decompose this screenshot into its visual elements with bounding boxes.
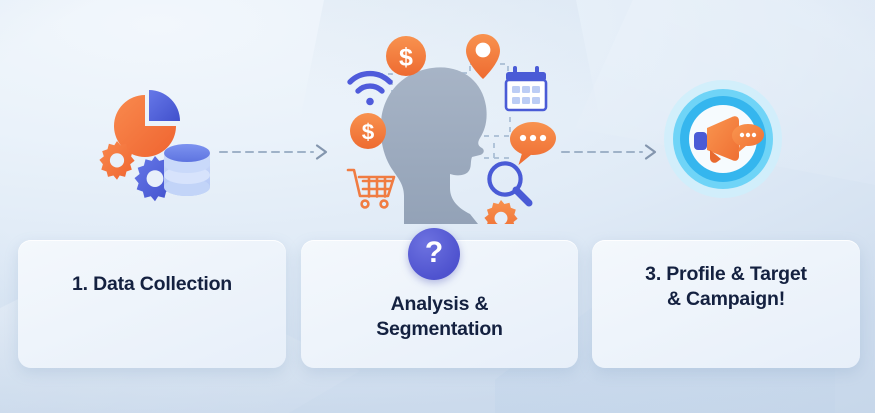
campaign-badge — [662, 78, 784, 200]
head-silhouette-icon — [380, 67, 487, 224]
magnifier-icon — [487, 161, 533, 207]
database-icon — [164, 144, 210, 196]
svg-text:$: $ — [399, 44, 413, 72]
location-pin-icon — [466, 34, 500, 79]
question-mark-badge: ? — [408, 228, 460, 280]
data-collection-icons — [90, 78, 225, 208]
gear-icon — [99, 141, 135, 180]
step-card-label: 1. Data Collection — [71, 273, 233, 295]
flow-arrow-2 — [560, 143, 658, 161]
dollar-coin-icon: $ — [350, 113, 386, 149]
step-card-label: 3. Profile & Target & Campaign! — [645, 263, 807, 310]
calendar-icon — [504, 66, 548, 112]
shopping-cart-icon — [346, 168, 396, 209]
customer-profile-icons: $ $ — [334, 28, 570, 237]
step-card-label: Analysis & Segmentation — [376, 293, 503, 340]
chat-bubble-icon — [732, 124, 764, 153]
dollar-coin-icon: $ — [386, 36, 426, 76]
svg-text:$: $ — [362, 120, 375, 145]
question-mark-glyph: ? — [424, 236, 444, 269]
illustration-row: $ $ — [90, 28, 784, 237]
flow-arrow-1 — [218, 143, 330, 161]
step-card-data-collection[interactable]: 1. Data Collection — [18, 240, 286, 368]
steps-row: 1. Data Collection Analysis & Segmentati… — [0, 232, 875, 413]
wifi-icon — [347, 70, 393, 106]
megaphone-icon — [694, 116, 739, 163]
step-card-analysis-segmentation[interactable]: Analysis & Segmentation — [301, 240, 578, 368]
step-card-profile-target-campaign[interactable]: 3. Profile & Target & Campaign! — [592, 240, 860, 368]
chat-bubble-icon — [510, 122, 556, 165]
pie-chart-icon — [114, 90, 180, 157]
gear-icon — [484, 200, 518, 237]
